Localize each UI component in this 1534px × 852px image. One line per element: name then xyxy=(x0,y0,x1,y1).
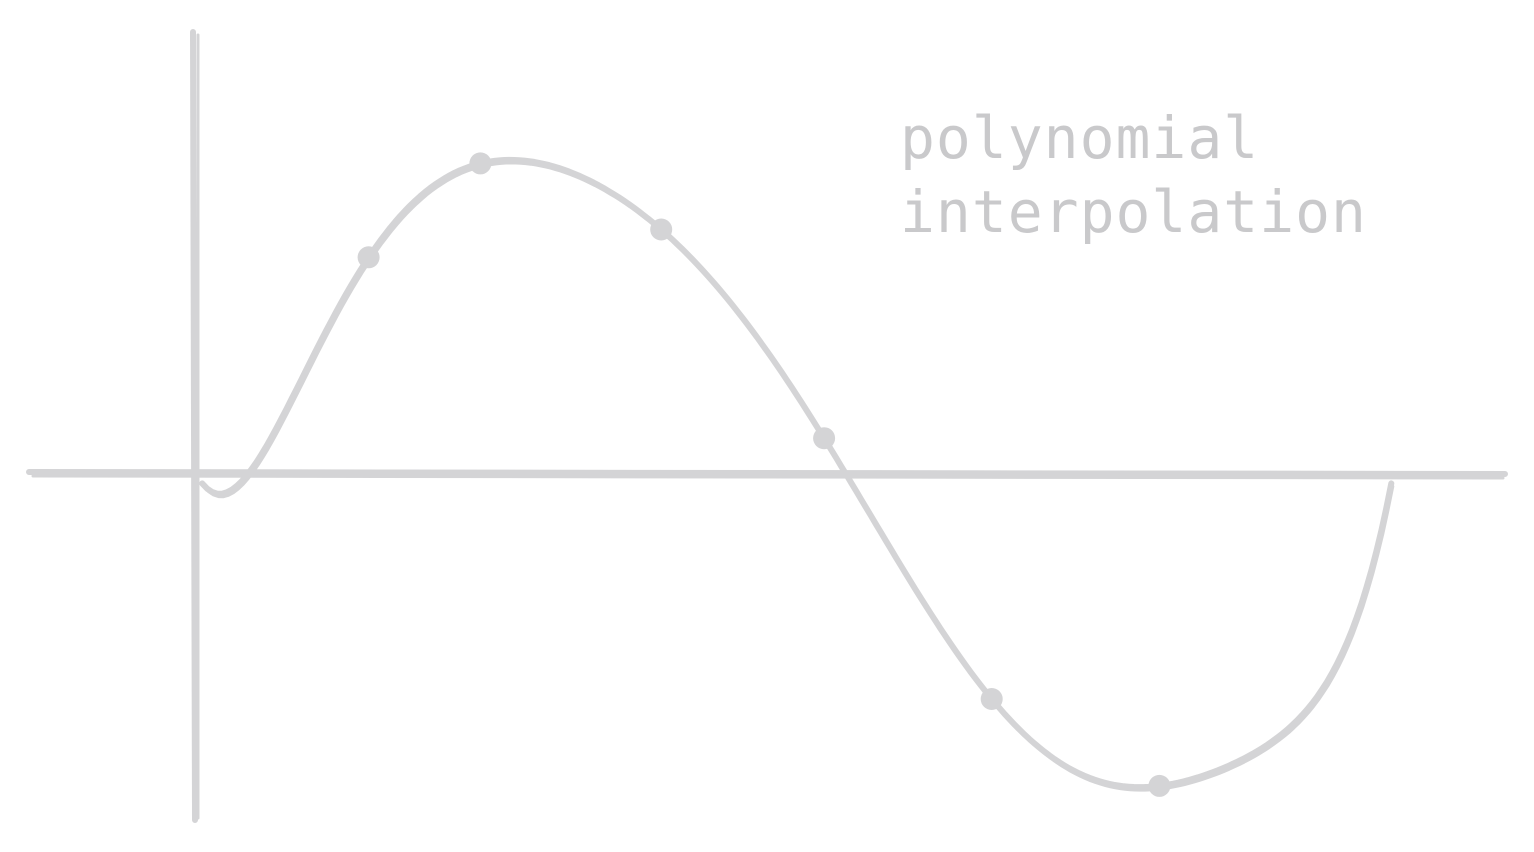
axes xyxy=(26,29,1508,823)
data-point-1 xyxy=(357,246,380,269)
x-axis-sketch-stroke xyxy=(31,474,1505,480)
interpolating-curve-sketch-stroke xyxy=(202,161,1395,792)
data-points xyxy=(357,152,1171,797)
data-point-5 xyxy=(980,688,1003,710)
diagram-label-line-2: interpolation xyxy=(900,178,1367,246)
diagram-label-line-1: polynomial xyxy=(900,104,1259,172)
data-point-6 xyxy=(1148,774,1171,797)
curve-group xyxy=(199,156,1395,792)
data-point-2 xyxy=(469,152,492,175)
data-point-3 xyxy=(650,218,673,241)
x-axis xyxy=(26,469,1508,477)
data-point-4 xyxy=(813,427,836,450)
y-axis xyxy=(190,29,198,823)
